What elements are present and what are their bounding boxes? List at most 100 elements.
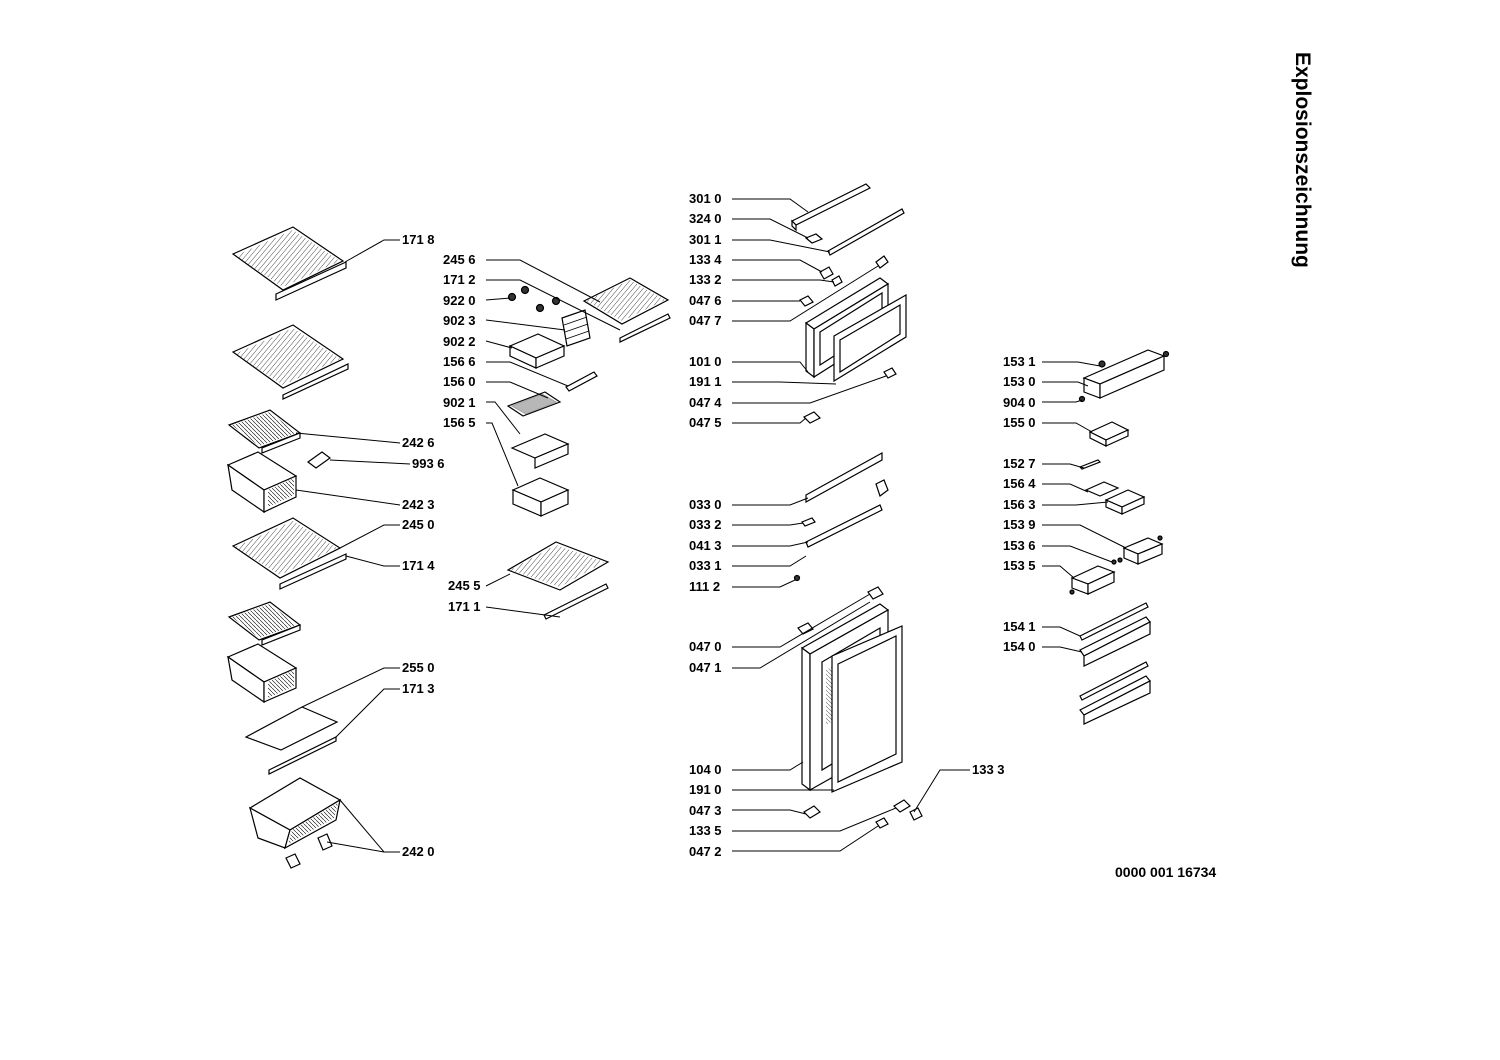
label-047-0: 047 0 [689, 639, 722, 654]
label-047-3: 047 3 [689, 803, 722, 818]
label-133-2: 133 2 [689, 272, 722, 287]
label-171-2: 171 2 [443, 272, 476, 287]
label-191-0: 191 0 [689, 782, 722, 797]
label-922-0: 922 0 [443, 293, 476, 308]
diagram-title: Explosionszeichnung [1291, 52, 1314, 268]
label-245-5: 245 5 [448, 578, 481, 593]
label-033-0: 033 0 [689, 497, 722, 512]
label-156-5: 156 5 [443, 415, 476, 430]
label-047-1: 047 1 [689, 660, 722, 675]
label-047-5: 047 5 [689, 415, 722, 430]
top-trim-strip [827, 208, 905, 256]
hinge-parts-bottom [803, 799, 923, 829]
hinge-parts-middle [802, 367, 897, 424]
freezer-wire-shelf-lower [506, 541, 610, 591]
door-bar-upper [805, 451, 889, 504]
door-bar-lower [805, 504, 883, 548]
label-171-3: 171 3 [402, 681, 435, 696]
label-047-6: 047 6 [689, 293, 722, 308]
glass-cover-plate [227, 409, 302, 454]
label-902-1: 902 1 [443, 395, 476, 410]
label-047-7: 047 7 [689, 313, 722, 328]
label-993-6: 993 6 [412, 456, 445, 471]
feet-caps [507, 285, 561, 313]
label-033-1: 033 1 [689, 558, 722, 573]
freezer-door-gasket [833, 293, 907, 383]
label-033-2: 033 2 [689, 517, 722, 532]
hinge-parts-lower [797, 586, 884, 635]
hinge-parts-upper [799, 255, 889, 307]
top-trim-bar [790, 183, 872, 232]
document-number: 0000 001 16734 [1115, 864, 1216, 880]
crisper-drawer-lower [226, 643, 298, 704]
label-154-0: 154 0 [1003, 639, 1036, 654]
label-153-9: 153 9 [1003, 517, 1036, 532]
label-156-3: 156 3 [1003, 497, 1036, 512]
freezer-drawer [511, 477, 570, 517]
label-255-0: 255 0 [402, 660, 435, 675]
label-902-3: 902 3 [443, 313, 476, 328]
label-191-1: 191 1 [689, 374, 722, 389]
door-shelf-top [1078, 349, 1170, 403]
label-171-1: 171 1 [448, 599, 481, 614]
freezer-wire-shelf [582, 277, 671, 343]
label-156-4: 156 4 [1003, 476, 1036, 491]
small-clip-part [306, 451, 332, 469]
label-047-2: 047 2 [689, 844, 722, 859]
label-047-4: 047 4 [689, 395, 722, 410]
wire-shelf-second [231, 324, 349, 400]
door-bar-clip [801, 517, 816, 527]
label-154-1: 154 1 [1003, 619, 1036, 634]
label-156-0: 156 0 [443, 374, 476, 389]
label-242-0: 242 0 [402, 844, 435, 859]
label-104-0: 104 0 [689, 762, 722, 777]
freezer-basket [248, 777, 342, 850]
label-242-6: 242 6 [402, 435, 435, 450]
label-153-1: 153 1 [1003, 354, 1036, 369]
label-041-3: 041 3 [689, 538, 722, 553]
ice-tray-frame [508, 333, 566, 369]
label-902-2: 902 2 [443, 334, 476, 349]
label-153-6: 153 6 [1003, 538, 1036, 553]
basket-handle-pair [285, 833, 333, 869]
glass-shelf-plate [244, 706, 339, 751]
label-133-3: 133 3 [972, 762, 1005, 777]
label-156-6: 156 6 [443, 354, 476, 369]
label-171-4: 171 4 [402, 558, 435, 573]
fridge-door-gasket [831, 625, 903, 793]
door-shelf-large-lower [1079, 661, 1151, 725]
top-trim-clip [804, 233, 824, 244]
wire-shelf-third [231, 517, 347, 590]
ice-tray-upper [506, 391, 562, 417]
label-242-3: 242 3 [402, 497, 435, 512]
label-153-0: 153 0 [1003, 374, 1036, 389]
egg-tray [1088, 421, 1130, 447]
ice-tray-holder [510, 433, 570, 469]
door-screw [793, 574, 801, 582]
butter-compartment [1078, 459, 1146, 515]
evaporator-cover [561, 309, 591, 347]
wire-shelf-top [231, 226, 347, 301]
label-245-0: 245 0 [402, 517, 435, 532]
shelf-rail-lower [543, 583, 609, 620]
label-324-0: 324 0 [689, 211, 722, 226]
door-bins-small [1069, 535, 1164, 595]
label-153-5: 153 5 [1003, 558, 1036, 573]
crisper-drawer-upper [226, 451, 298, 514]
label-301-1: 301 1 [689, 232, 722, 247]
label-111-2: 111 2 [689, 579, 720, 594]
label-171-8: 171 8 [402, 232, 435, 247]
label-245-6: 245 6 [443, 252, 476, 267]
label-133-4: 133 4 [689, 252, 722, 267]
label-155-0: 155 0 [1003, 415, 1036, 430]
label-101-0: 101 0 [689, 354, 722, 369]
label-152-7: 152 7 [1003, 456, 1036, 471]
door-shelf-large-upper [1079, 602, 1151, 667]
label-904-0: 904 0 [1003, 395, 1036, 410]
label-301-0: 301 0 [689, 191, 722, 206]
freezer-rail [565, 371, 598, 392]
glass-cover-plate-lower [227, 601, 302, 646]
shelf-trim-strip [268, 736, 337, 775]
label-133-5: 133 5 [689, 823, 722, 838]
